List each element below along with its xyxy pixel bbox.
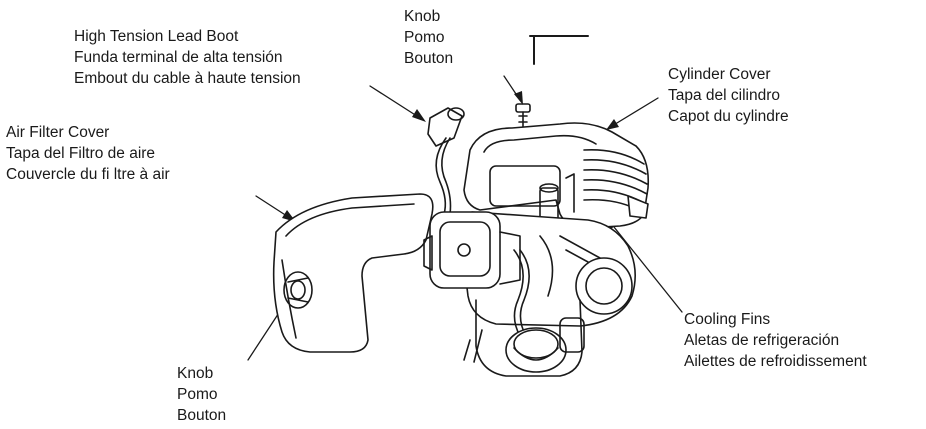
- label-air-filter-cover-es: Tapa del Filtro de aire: [6, 145, 156, 162]
- label-air-filter-cover: Air Filter Cover Tapa del Filtro de aire…: [6, 122, 170, 185]
- label-high-tension-lead-boot-es: Funda terminal de alta tensión: [74, 49, 283, 66]
- label-cylinder-cover-fr: Capot du cylindre: [668, 108, 789, 125]
- arrowhead-high-tension-lead-boot: [412, 109, 426, 122]
- engine-body: [423, 122, 650, 377]
- label-air-filter-cover-fr: Couvercle du fi ltre à air: [6, 166, 170, 183]
- leader-lines: [247, 75, 683, 361]
- label-knob-top-es: Pomo: [404, 29, 445, 46]
- label-knob-bottom: Knob Pomo Bouton: [177, 363, 226, 426]
- label-cylinder-cover: Cylinder Cover Tapa del cilindro Capot d…: [668, 64, 789, 127]
- high-tension-lead-boot-part: [427, 107, 465, 215]
- label-cooling-fins: Cooling Fins Aletas de refrigeración Ail…: [684, 309, 867, 372]
- label-knob-top-fr: Bouton: [404, 50, 454, 67]
- label-cylinder-cover-es: Tapa del cilindro: [668, 87, 781, 104]
- label-knob-top-en: Knob: [404, 8, 441, 25]
- label-cooling-fins-en: Cooling Fins: [684, 311, 771, 328]
- label-knob-bottom-en: Knob: [177, 365, 214, 382]
- label-high-tension-lead-boot-en: High Tension Lead Boot: [74, 28, 239, 45]
- label-knob-top: Knob Pomo Bouton: [404, 6, 453, 69]
- label-high-tension-lead-boot: High Tension Lead Boot Funda terminal de…: [74, 26, 301, 89]
- starter-handle: [529, 35, 589, 65]
- label-knob-bottom-fr: Bouton: [177, 407, 227, 424]
- leader-high-tension-lead-boot: [369, 85, 421, 119]
- arrowhead-knob-top: [514, 91, 523, 105]
- label-cooling-fins-es: Aletas de refrigeración: [684, 332, 840, 349]
- label-air-filter-cover-en: Air Filter Cover: [6, 124, 110, 141]
- leader-cylinder-cover: [611, 97, 659, 127]
- label-cooling-fins-fr: Ailettes de refroidissement: [684, 353, 867, 370]
- label-knob-bottom-es: Pomo: [177, 386, 218, 403]
- label-cylinder-cover-en: Cylinder Cover: [668, 66, 771, 83]
- cooling-fins-part: [583, 148, 649, 219]
- air-filter-cover-part: [272, 193, 434, 353]
- arrowhead-cylinder-cover: [606, 119, 619, 130]
- label-high-tension-lead-boot-fr: Embout du cable à haute tension: [74, 70, 301, 87]
